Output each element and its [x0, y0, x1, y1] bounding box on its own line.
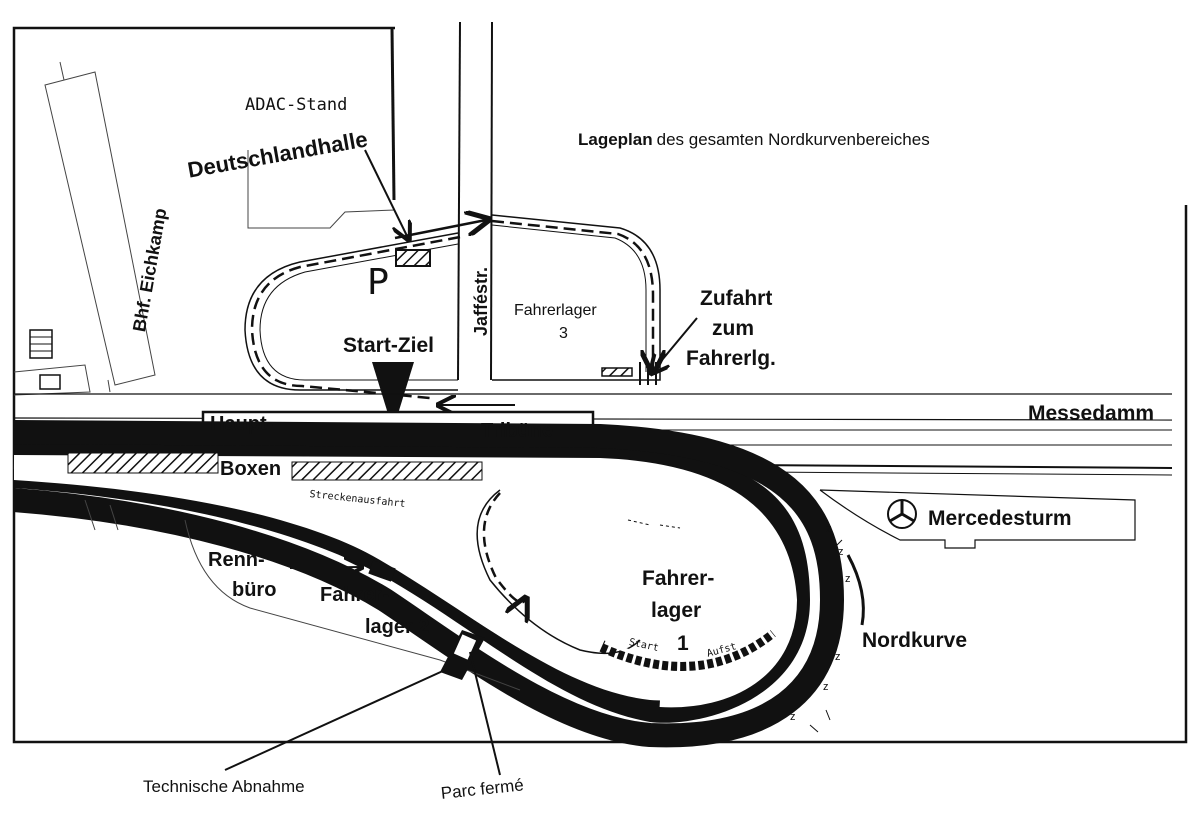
map-title: Lageplan des gesamten Nordkurvenbereiche…: [578, 131, 930, 149]
label-nordkurve: Nordkurve: [862, 629, 968, 652]
label-fahrerlager1-line3: 1: [677, 632, 689, 655]
label-rennbuero-line1: Renn-: [208, 549, 265, 571]
label-fahrerlager1-line2: lager: [651, 599, 702, 622]
fahrerlager3-dashed-route: [491, 219, 653, 370]
svg-text:z: z: [845, 573, 851, 585]
race-track: [14, 443, 810, 723]
label-fahrerlager2-line2: lager 2: [365, 616, 430, 638]
map-title-rest: des gesamten Nordkurvenbereiches: [656, 130, 930, 149]
svg-text:z: z: [790, 711, 796, 723]
label-fahrerlager1-line1: Fahrer-: [642, 567, 715, 590]
label-adac-stand: ADAC-Stand: [245, 95, 348, 115]
label-start-ziel: Start-Ziel: [343, 334, 435, 357]
label-messedamm: Messedamm: [1028, 402, 1155, 425]
svg-text:z: z: [835, 651, 841, 663]
svg-text:z: z: [823, 681, 829, 693]
parking-dashed-route: [250, 235, 461, 400]
start-grid-strip: [599, 627, 776, 671]
label-haupt: Haupt-: [210, 413, 274, 435]
technische-abnahme-leader: [224, 669, 446, 771]
stairs-icon: [29, 329, 53, 359]
fahrerlager2-outline: [184, 519, 521, 691]
race-track-main-straight: [13, 420, 845, 748]
map-frame: [12, 26, 1188, 744]
nordkurve-banking: [846, 554, 865, 626]
jaffestr-east-edge: [490, 21, 493, 381]
label-technische-abnahme: Technische Abnahme: [143, 777, 305, 796]
label-boxen: Boxen: [220, 458, 282, 480]
rennbuero-marker: [368, 560, 396, 582]
parc-ferme-leader: [469, 651, 501, 776]
arrow-zufahrt: [652, 317, 698, 372]
deutschlandhalle-edge: [390, 27, 396, 201]
arrow-adac-stand: [364, 149, 408, 238]
fahrerlager3-outline: [491, 214, 661, 381]
deutschlandhalle-outline: [247, 150, 396, 229]
label-fahrerlager2-line1: Fahrer-: [320, 584, 389, 606]
svg-text:z: z: [826, 523, 832, 535]
start-ziel-marker: [372, 362, 414, 430]
fahrerlager1-dashed-route: [482, 492, 525, 602]
mercedes-star-icon: [887, 499, 917, 529]
label-parking: P: [367, 262, 389, 303]
bhf-eichkamp-building: [44, 71, 156, 386]
label-zufahrt-line3: Fahrerlg.: [686, 347, 776, 370]
label-jaffestr: Jafféstr.: [471, 266, 491, 336]
jaffestr-west-edge: [457, 21, 461, 381]
svg-text:z: z: [838, 546, 844, 558]
label-zufahrt-line2: zum: [712, 317, 754, 340]
label-mercedesturm: Mercedesturm: [928, 507, 1072, 530]
parking-area-outline: [244, 232, 459, 391]
label-fahrerlager3-line1: Fahrerlager: [514, 302, 597, 319]
parc-ferme-box: [453, 634, 477, 660]
label-tribune: Tribüne: [481, 420, 554, 442]
boxen-pit-strip: [67, 452, 219, 474]
label-zufahrt-line1: Zufahrt: [700, 287, 773, 310]
label-rennbuero-line2: büro: [232, 579, 277, 601]
adac-stand-marker: [395, 249, 431, 267]
label-fahrerlager3-line2: 3: [559, 325, 568, 342]
map-title-highlight: Lageplan: [578, 130, 653, 149]
gate-icon: [601, 367, 633, 377]
mercedesturm-outline: [819, 489, 1136, 549]
arrow-to-jaffestr: [394, 220, 486, 240]
